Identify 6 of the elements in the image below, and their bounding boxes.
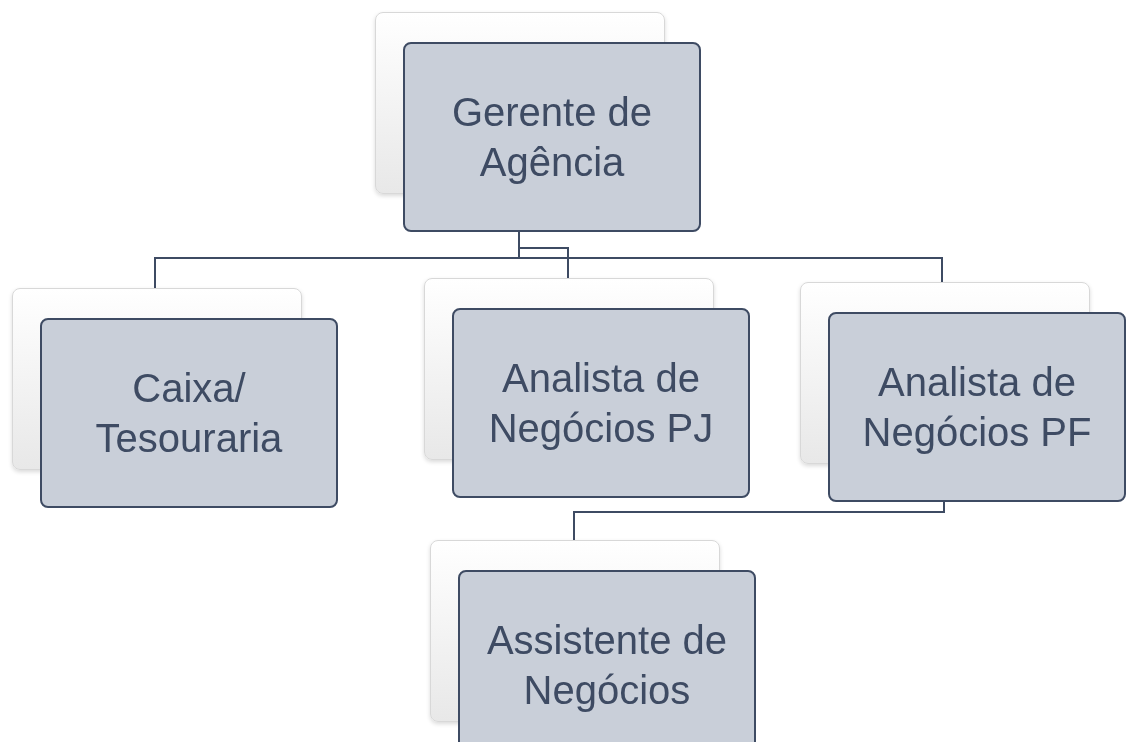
connector-line bbox=[573, 501, 945, 541]
role-title: Gerente de Agência bbox=[450, 89, 654, 186]
role-title: Caixa/ Tesouraria bbox=[94, 365, 284, 462]
role-title: Assistente de Negócios bbox=[485, 617, 729, 714]
role-title: Analista de Negócios PF bbox=[861, 359, 1093, 456]
role-title: Analista de Negócios PJ bbox=[487, 355, 715, 452]
